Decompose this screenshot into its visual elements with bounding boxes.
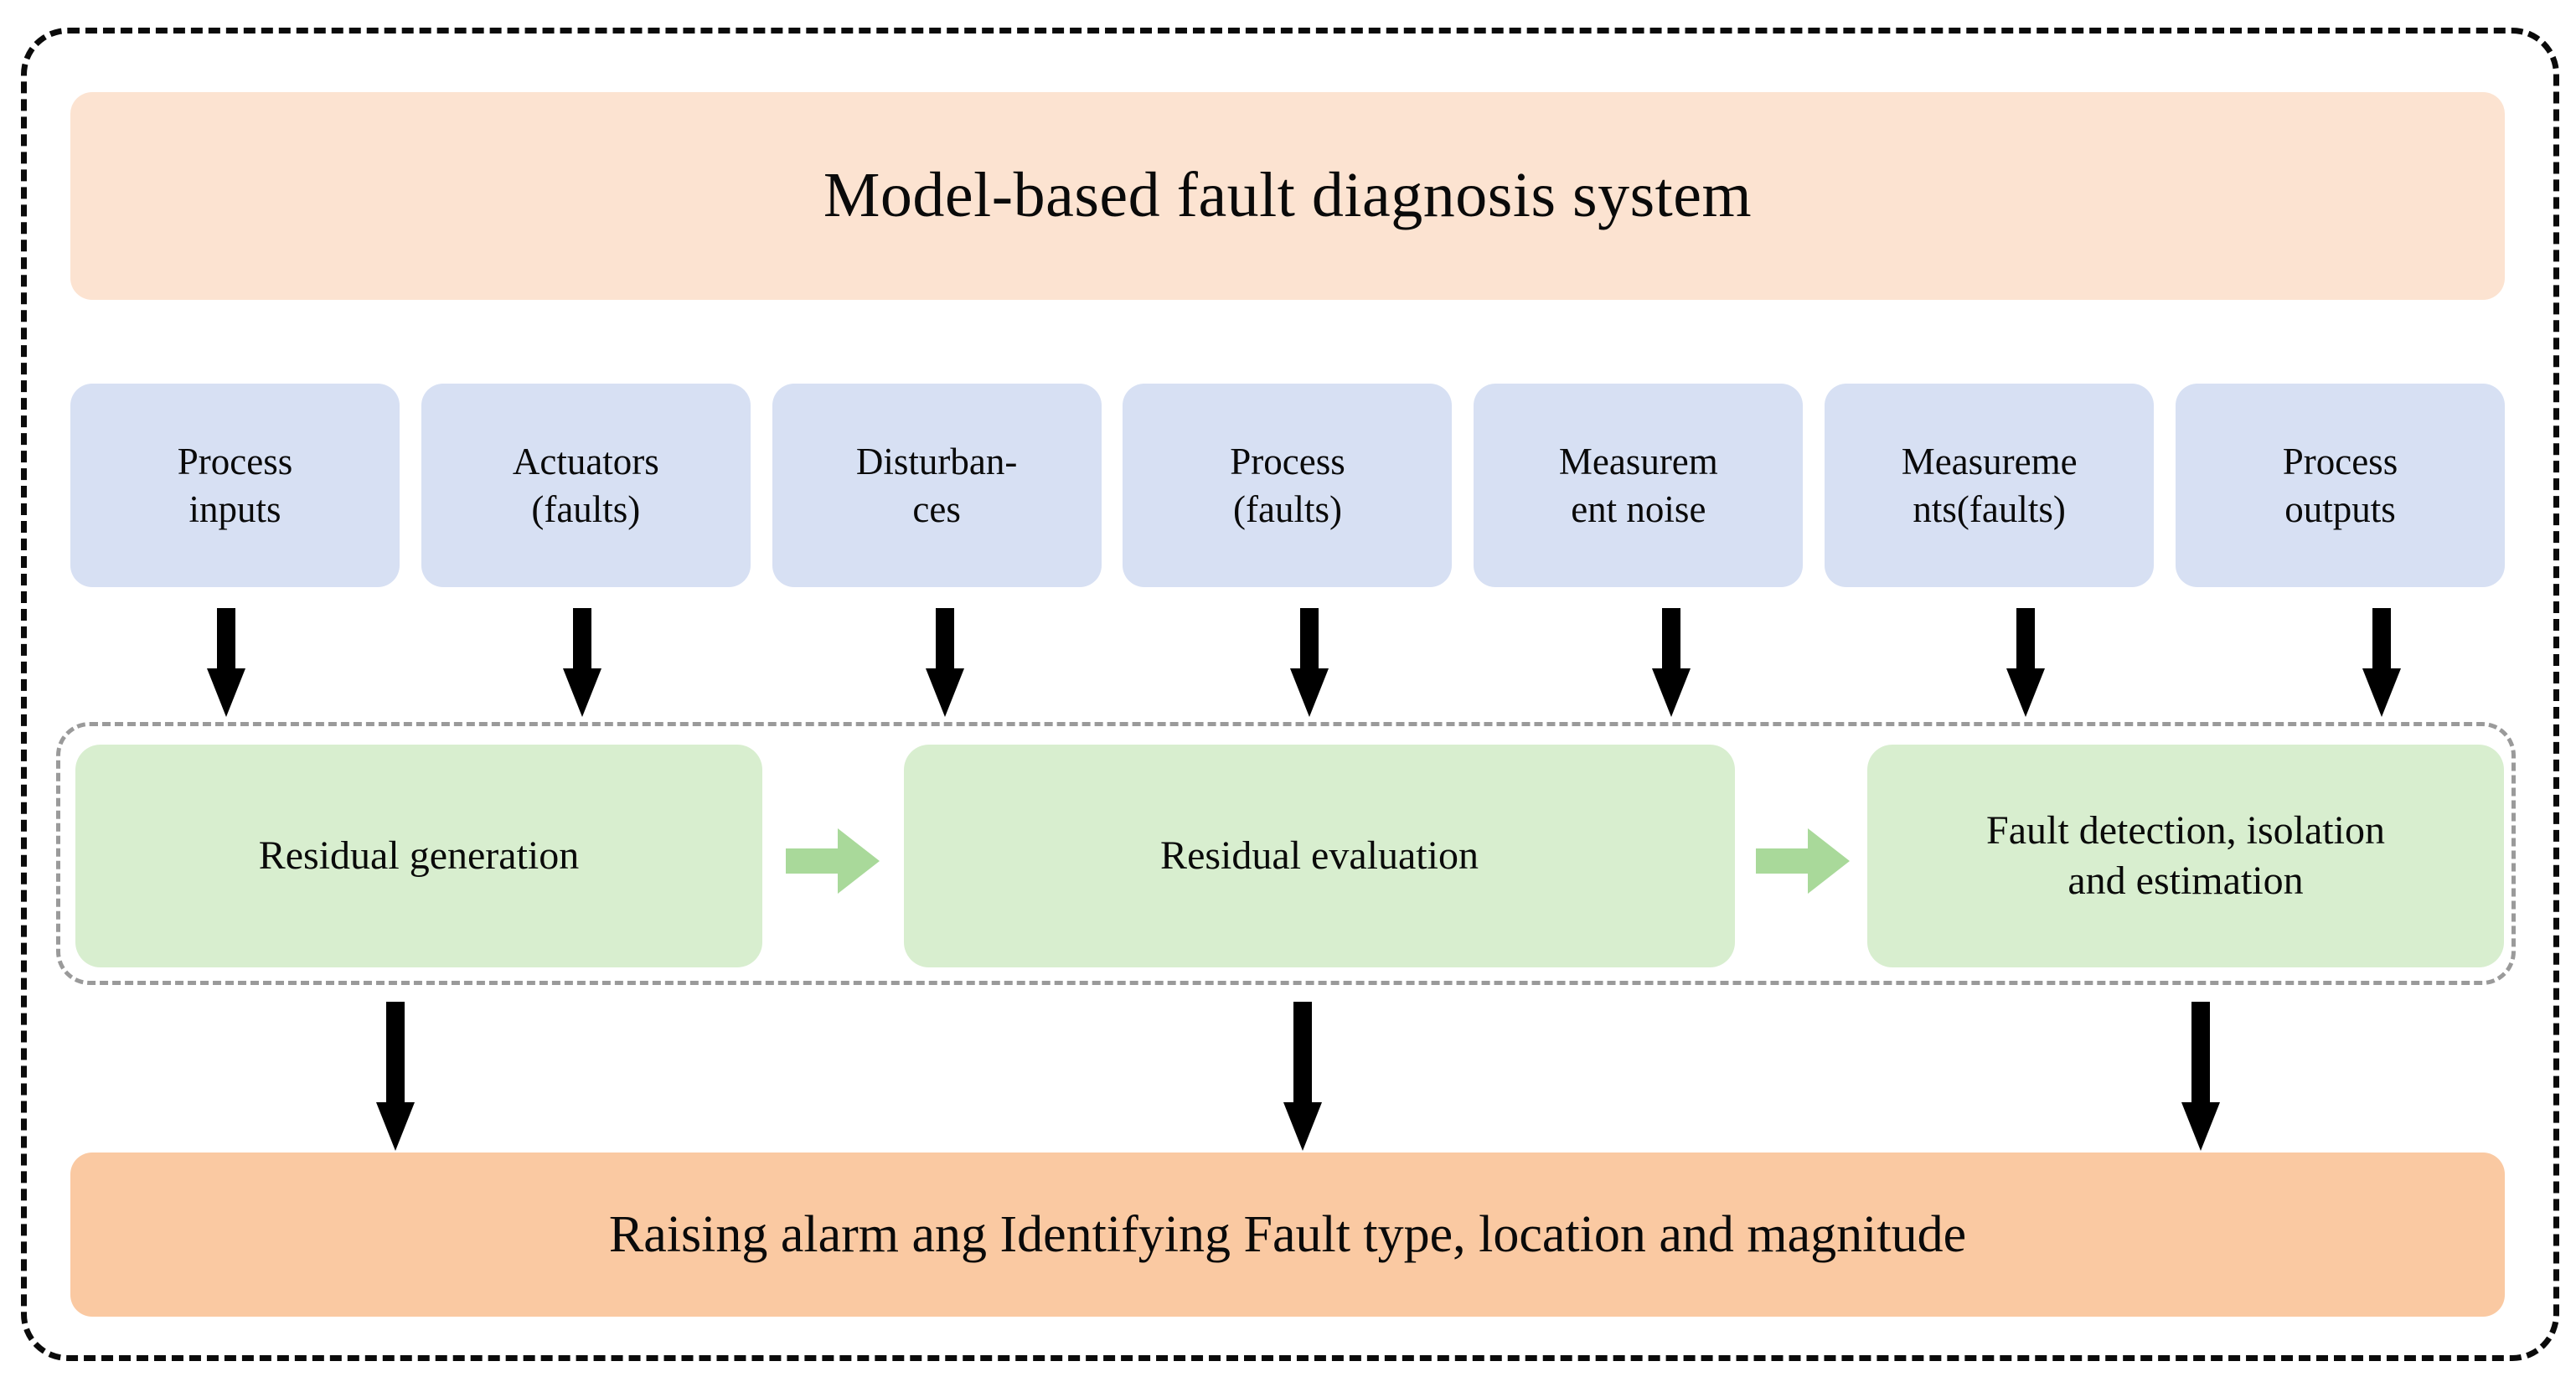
arrow-shaft [573,608,591,675]
inputs-row: Process inputs Actuators (faults) Distur… [70,384,2505,587]
input-box-actuators-faults[interactable]: Actuators (faults) [421,384,751,587]
flow-arrow-down-icon [2181,1002,2220,1151]
chevron-right-arrow-icon [1756,828,1850,894]
flow-arrow-down-icon [376,1002,415,1151]
stage-box-residual-generation[interactable]: Residual generation [75,745,762,967]
arrow-head [1283,1102,1322,1151]
input-box-process-faults[interactable]: Process (faults) [1123,384,1453,587]
flow-arrow-down-icon [1283,1002,1322,1151]
arrow-shaft [2372,608,2391,675]
arrow-shaft [1662,608,1680,675]
page-title: Model-based fault diagnosis system [823,160,1753,231]
arrow-shaft [217,608,235,675]
flow-arrow-down-icon [1652,608,1691,717]
input-box-label: Process outputs [2282,441,2398,530]
input-box-label: Actuators (faults) [512,441,659,530]
arrow-shaft [2016,608,2035,675]
input-box-process-inputs[interactable]: Process inputs [70,384,400,587]
arrow-head [563,668,601,717]
arrow-shaft [386,1002,405,1106]
flow-arrow-down-icon [2362,608,2401,717]
flow-arrow-down-icon [1290,608,1329,717]
chevron-right-arrow-icon [786,828,880,894]
arrow-head [1652,668,1691,717]
flow-arrow-down-icon [2006,608,2045,717]
input-box-label: Measurem ent noise [1558,441,1718,530]
input-box-process-outputs[interactable]: Process outputs [2175,384,2505,587]
flow-arrow-down-icon [207,608,245,717]
stage-box-label: Residual generation [258,833,580,878]
arrow-shaft [936,608,954,675]
residual-processing-group: Residual generation Residual evaluation … [56,722,2516,985]
arrow-shaft [1300,608,1319,675]
stage-box-fault-detection-isolation-estimation[interactable]: Fault detection, isolation and estimatio… [1867,745,2504,967]
arrow-head [2362,668,2401,717]
input-box-measurement-noise[interactable]: Measurem ent noise [1474,384,1804,587]
arrow-shaft [2191,1002,2210,1106]
input-box-measurements-faults[interactable]: Measureme nts(faults) [1825,384,2155,587]
stage-box-label: Fault detection, isolation and estimatio… [1986,808,2385,903]
input-box-disturbances[interactable]: Disturban- ces [772,384,1102,587]
arrow-head [926,668,964,717]
arrow-shaft [1293,1002,1312,1106]
title-banner: Model-based fault diagnosis system [70,92,2505,300]
outcome-label: Raising alarm ang Identifying Fault type… [608,1205,1967,1263]
input-box-label: Process (faults) [1230,441,1345,530]
stage-box-label: Residual evaluation [1160,833,1479,878]
stage-box-residual-evaluation[interactable]: Residual evaluation [904,745,1735,967]
flow-arrow-down-icon [926,608,964,717]
arrow-head [207,668,245,717]
arrow-head [2181,1102,2220,1151]
arrow-head [2006,668,2045,717]
arrow-head [1290,668,1329,717]
flow-arrow-down-icon [563,608,601,717]
input-box-label: Process inputs [177,441,293,530]
input-box-label: Disturban- ces [855,441,1018,530]
input-box-label: Measureme nts(faults) [1901,441,2078,530]
arrow-head [376,1102,415,1151]
outcome-banner: Raising alarm ang Identifying Fault type… [70,1153,2505,1317]
stage-inner-container: Residual generation Residual evaluation … [60,726,2511,981]
